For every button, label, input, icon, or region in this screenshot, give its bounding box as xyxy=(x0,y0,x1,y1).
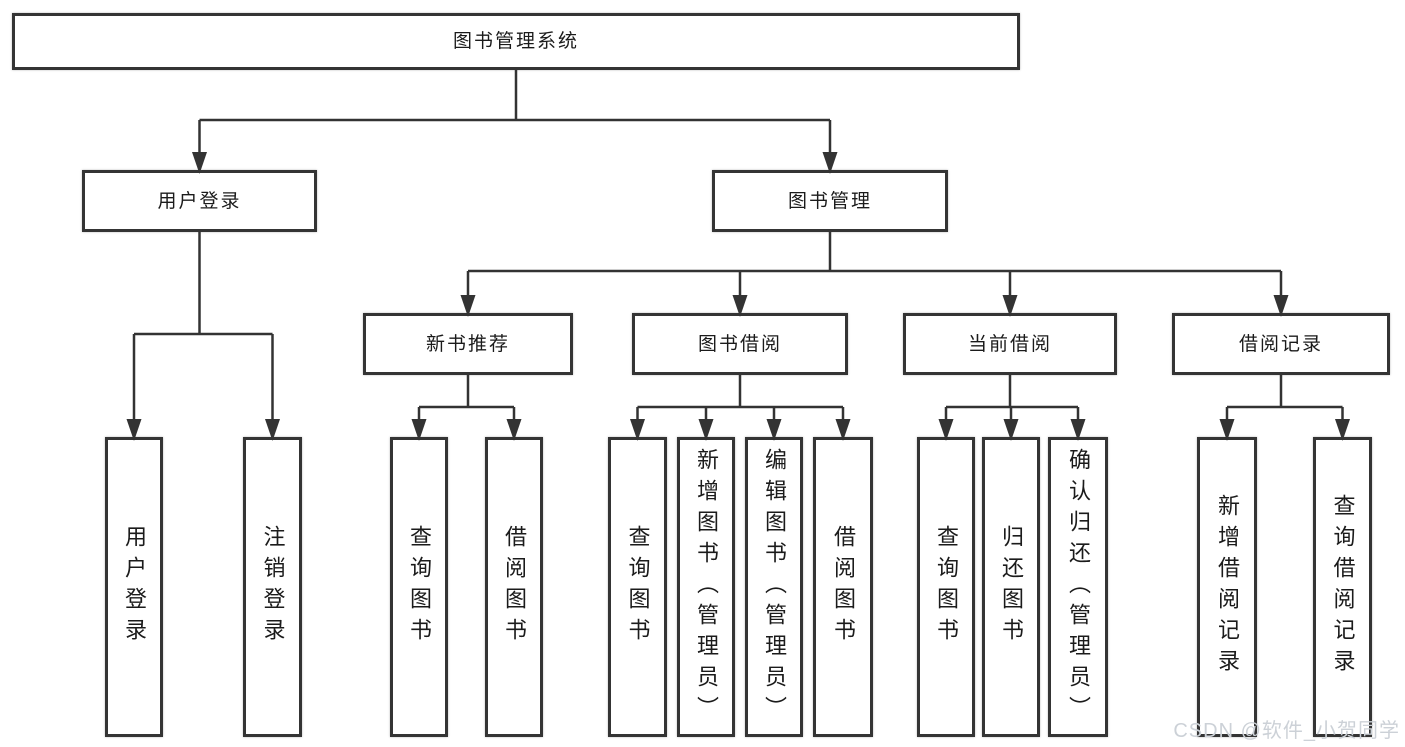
connector-lines-user-login xyxy=(132,232,274,422)
node-current-borrow: 当前借阅 xyxy=(903,313,1117,375)
node-leaf-cb-query: 查询图书 xyxy=(917,437,975,737)
node-leaf-bb-edit: 编辑图书（管理员） xyxy=(745,437,803,737)
node-leaf-user-login: 用户登录 xyxy=(105,437,163,737)
node-leaf-nb-borrow: 借阅图书 xyxy=(485,437,543,737)
node-borrow-records: 借阅记录 xyxy=(1172,313,1390,375)
connector-lines-current-borrow xyxy=(944,375,1080,422)
node-book-mgmt: 图书管理 xyxy=(712,170,948,232)
node-leaf-nb-query: 查询图书 xyxy=(390,437,448,737)
node-new-book-rec: 新书推荐 xyxy=(363,313,573,375)
node-book-borrow: 图书借阅 xyxy=(632,313,848,375)
node-leaf-bb-add: 新增图书（管理员） xyxy=(677,437,735,737)
node-leaf-br-add: 新增借阅记录 xyxy=(1197,437,1257,737)
connector-lines-book-mgmt xyxy=(466,232,1283,298)
node-leaf-bb-borrow: 借阅图书 xyxy=(813,437,873,737)
node-leaf-cb-return: 归还图书 xyxy=(982,437,1040,737)
node-user-login: 用户登录 xyxy=(82,170,317,232)
node-root: 图书管理系统 xyxy=(12,13,1020,70)
connector-lines-borrow-records xyxy=(1225,375,1344,422)
node-leaf-cb-confirm: 确认归还（管理员） xyxy=(1048,437,1108,737)
node-leaf-br-query: 查询借阅记录 xyxy=(1313,437,1372,737)
connector-lines-root xyxy=(198,70,832,155)
connector-lines-book-borrow xyxy=(636,375,845,422)
node-leaf-logout: 注销登录 xyxy=(243,437,302,737)
watermark: CSDN @软件_小贺同学 xyxy=(1173,720,1400,742)
connector-lines-new-book-rec xyxy=(417,375,516,422)
node-leaf-bb-query: 查询图书 xyxy=(608,437,667,737)
